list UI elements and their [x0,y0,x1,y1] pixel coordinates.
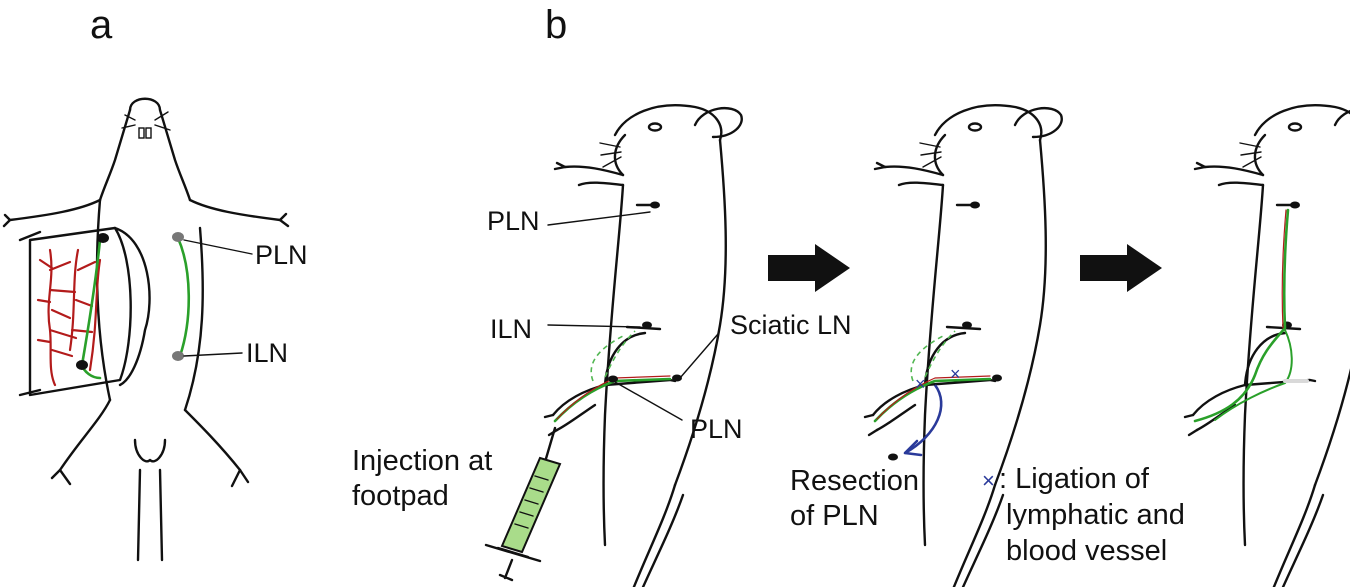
panel-b-iln-leader [547,324,641,328]
panel-a-lymphatics [80,236,191,380]
panel-b-pln-lower-leader [614,381,683,421]
panel-b-step-arrow-1 [768,244,850,292]
panel-b-mouse-3 [1183,104,1350,587]
panel-b-pln-lower-label: PLN [690,414,743,444]
ligation-label-line1: : Ligation of [999,463,1150,495]
panel-a-pln-leader [183,239,253,255]
panel-a-iln-label: ILN [246,338,288,368]
panel-b-pln-upper-label: PLN [487,206,540,236]
panel-b-ligation-mark-1: × [915,374,926,394]
syringe [484,426,562,582]
panel-a-right-iln-node [172,351,184,361]
panel-b-iln-label: ILN [490,314,532,344]
panel-a-blood-vessels [36,248,102,387]
panel-a-iln-leader [183,352,243,357]
panel-b-mouse-2: × × [863,104,1063,587]
panel-a-left-pln-node [97,233,109,243]
panel-a-right-pln-node [172,232,184,242]
panel-b-letter: b [545,3,567,47]
panel-b-pln-upper-leader [547,211,651,226]
injection-label-line2: footpad [352,480,449,512]
resection-label-line2: of PLN [790,500,879,532]
panel-a-pln-label: PLN [255,240,308,270]
panel-b-step-arrow-2 [1080,244,1162,292]
panel-b-mouse-1 [543,104,743,587]
resection-label-line1: Resection [790,465,919,497]
panel-a-letter: a [90,3,113,47]
ligation-label-line2: lymphatic and [1006,499,1185,531]
panel-b-sciatic-leader [679,333,719,379]
panel-b-ligation-mark-2: × [950,364,961,384]
panel-b-sciatic-label: Sciatic LN [730,310,852,340]
ligation-label-line3: blood vessel [1006,535,1167,567]
panel-a-nodes [76,232,184,370]
panel-a-mouse [2,97,290,562]
ligation-legend-marker: × [982,468,995,493]
panel-a-left-iln-node [76,360,88,370]
injection-label-line1: Injection at [352,445,492,477]
